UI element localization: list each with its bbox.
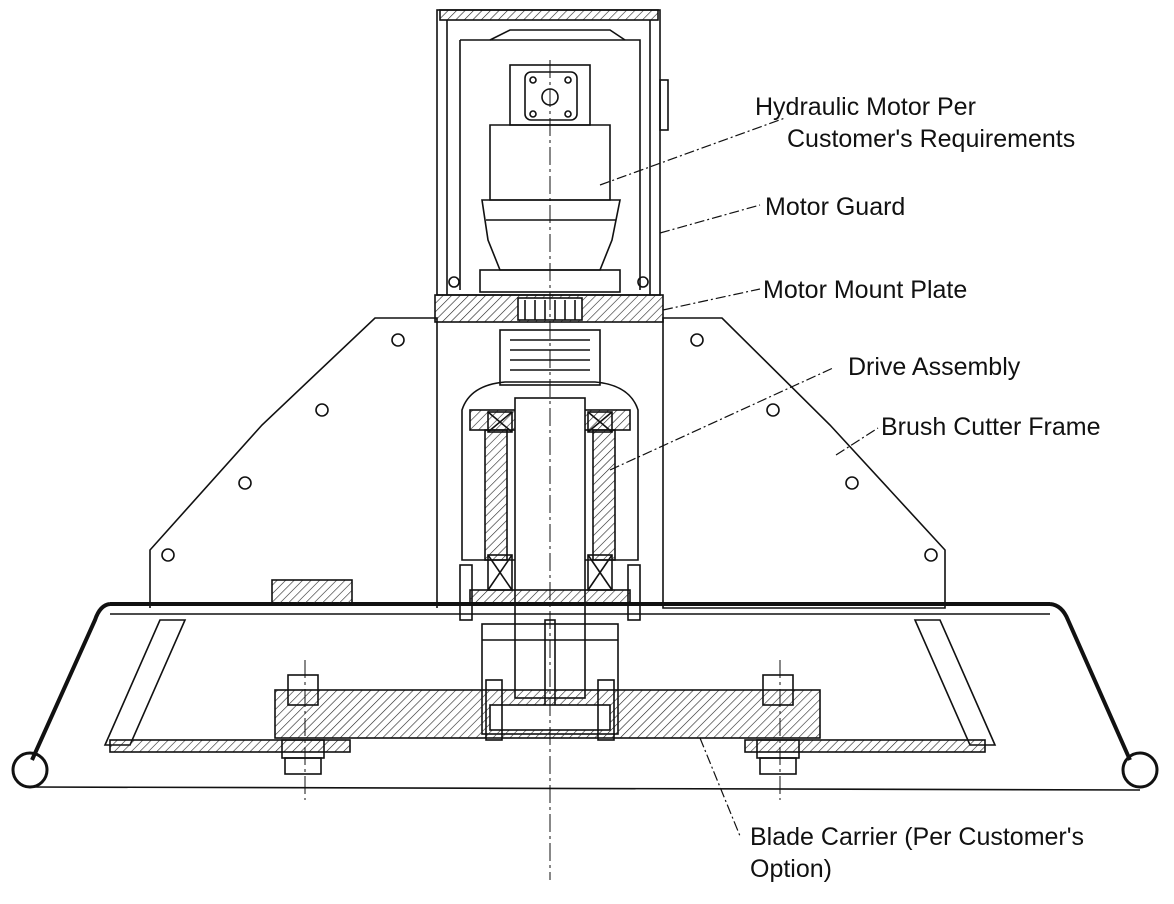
guard-top-strip — [439, 9, 659, 21]
brush-cutter-frame — [149, 317, 438, 608]
label-blade-carrier-line2: Option) — [750, 855, 832, 883]
label-blade-carrier-line1: Blade Carrier (Per Customer's — [750, 823, 1085, 851]
label-motor-mount-plate: Motor Mount Plate — [763, 276, 968, 304]
label-motor-guard: Motor Guard — [765, 193, 906, 221]
label-hydraulic-motor-line1: Hydraulic Motor Per — [755, 93, 976, 121]
label-hydraulic-motor-line2: Customer's Requirements — [787, 125, 1076, 153]
label-brush-cutter-frame: Brush Cutter Frame — [881, 413, 1101, 441]
label-drive-assembly: Drive Assembly — [848, 353, 1021, 381]
motor-guard — [436, 9, 661, 296]
